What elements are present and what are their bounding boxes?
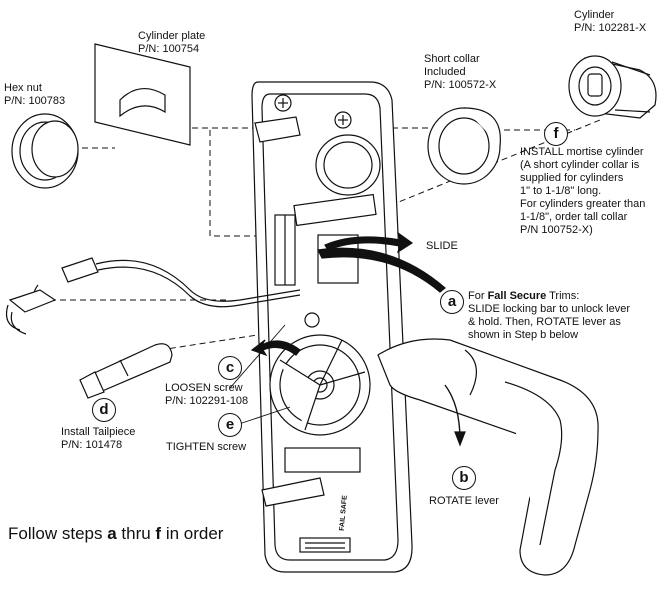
wire-harness <box>5 257 301 335</box>
cylinder-pn: P/N: 102281-X <box>574 22 647 34</box>
step-e-line1: TIGHTEN screw <box>166 441 247 453</box>
loosen-arrow <box>250 339 301 357</box>
cylinder-plate-name: Cylinder plate <box>138 30 206 42</box>
step-d-badge: d <box>92 398 116 422</box>
step-a-line4: shown in Step b below <box>468 329 579 341</box>
step-d-line2: P/N: 101478 <box>61 439 123 451</box>
step-f-line1: INSTALL mortise cylinder <box>520 146 644 158</box>
footer-a: a <box>107 524 117 543</box>
step-a-line2: SLIDE locking bar to unlock lever <box>468 303 631 315</box>
footer-instruction: Follow steps a thru f in order <box>8 524 223 544</box>
hex-nut-name: Hex nut <box>4 82 42 94</box>
footer-pre: Follow steps <box>8 524 108 543</box>
short-collar-name: Short collar <box>424 53 480 65</box>
step-c-note: LOOSEN screw P/N: 102291-108 <box>165 382 248 408</box>
step-f-note: INSTALL mortise cylinder (A short cylind… <box>520 146 645 237</box>
step-f-line7: P/N 100752-X) <box>520 224 593 236</box>
step-f-line5: For cylinders greater than <box>520 198 646 210</box>
cylinder-plate <box>94 43 191 146</box>
rotate-arrow <box>444 384 466 447</box>
cylinder-plate-pn: P/N: 100754 <box>138 43 200 55</box>
footer-mid: thru <box>116 524 156 543</box>
step-f-line2: (A short cylinder collar is <box>520 159 640 171</box>
step-a-line1-bold: Fall Secure <box>487 290 547 302</box>
lever-handle <box>377 338 599 576</box>
rotate-lever-label: ROTATE lever <box>429 495 499 507</box>
step-f-line4: 1" to 1-1/8" long. <box>520 185 602 197</box>
hex-nut-label: Hex nut P/N: 100783 <box>4 82 65 108</box>
lock-housing <box>251 81 413 573</box>
step-c-line1: LOOSEN screw <box>165 382 243 394</box>
slide-arrow <box>324 231 414 254</box>
step-c-badge: c <box>218 356 242 380</box>
mortise-cylinder <box>568 55 657 119</box>
step-a-badge: a <box>440 290 464 314</box>
step-f-badge: f <box>544 122 568 146</box>
step-a-note: For Fall Secure Trims: SLIDE locking bar… <box>468 290 630 342</box>
fail-safe-text: FAIL SAFE <box>339 495 349 531</box>
unlock-arrow <box>317 247 446 293</box>
short-collar-pn: P/N: 100572-X <box>424 79 497 91</box>
footer-f: f <box>155 524 162 543</box>
footer-post: in order <box>161 524 224 543</box>
short-collar <box>427 107 501 185</box>
short-collar-included: Included <box>424 66 466 78</box>
cylinder-label: Cylinder P/N: 102281-X <box>574 9 646 35</box>
step-b-badge: b <box>452 466 476 490</box>
step-e-badge: e <box>218 413 242 437</box>
cylinder-plate-label: Cylinder plate P/N: 100754 <box>138 30 205 56</box>
short-collar-label: Short collar Included P/N: 100572-X <box>424 53 496 92</box>
step-a-line1: For Fall Secure Trims: <box>468 290 630 303</box>
step-a-line1-post: Trims: <box>546 290 580 302</box>
step-f-line3: supplied for cylinders <box>520 172 624 184</box>
hex-nut-pn: P/N: 100783 <box>4 95 66 107</box>
step-d-line1: Install Tailpiece <box>61 426 136 438</box>
step-a-line3: & hold. Then, ROTATE lever as <box>468 316 621 328</box>
slide-label: SLIDE <box>426 240 458 252</box>
tailpiece <box>79 343 173 399</box>
step-c-line2: P/N: 102291-108 <box>165 395 249 407</box>
hex-nut <box>11 113 79 189</box>
step-f-line6: 1-1/8", order tall collar <box>520 211 628 223</box>
step-e-note: TIGHTEN screw <box>166 441 246 454</box>
step-a-line1-pre: For <box>468 290 488 302</box>
cylinder-name: Cylinder <box>574 9 615 21</box>
step-d-note: Install Tailpiece P/N: 101478 <box>61 426 135 452</box>
